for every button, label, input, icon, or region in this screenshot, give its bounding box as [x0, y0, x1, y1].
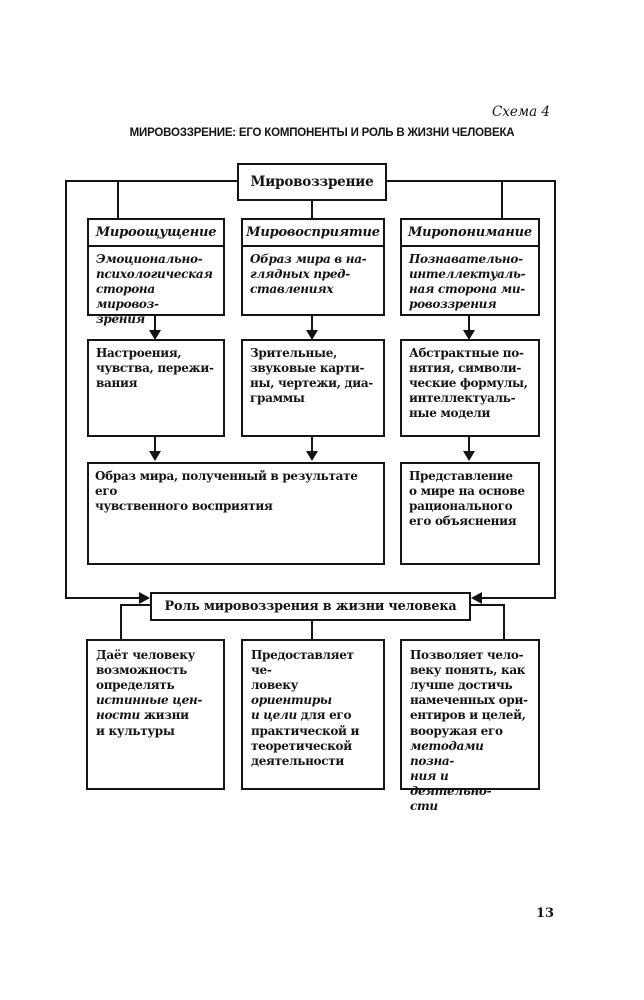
col2-forms-box: Зрительные, звуковые карти- ны, чертежи,…	[241, 339, 385, 437]
arrow-down-icon	[306, 330, 318, 340]
arrow-line-col2-b	[311, 437, 313, 453]
rational-result-text: Представление о мире на основе рациональ…	[409, 469, 525, 529]
sensory-result-box: Образ мира, полученный в результате его …	[87, 462, 385, 565]
col1-component-box: Мироощущение Эмоционально- психологическ…	[87, 218, 225, 326]
connector-role-bottom-drop	[311, 620, 313, 639]
connector-elbow-left-h	[120, 604, 150, 606]
col1-header: Мироощущение	[89, 220, 223, 247]
arrow-down-icon	[149, 451, 161, 461]
role-banner-label: Роль мировоззрения в жизни человека	[164, 599, 457, 614]
arrow-down-icon	[149, 330, 161, 340]
role-item1-box: Даёт человеку возможность определять ист…	[86, 639, 225, 790]
worldview-root-box: Мировоззрение	[237, 163, 387, 201]
col3-header: Миропонимание	[402, 220, 538, 247]
role-item1-text: Даёт человеку возможность определять ист…	[96, 648, 203, 738]
role-item2-box: Предоставляет че- ловеку ориентиры и цел…	[241, 639, 385, 790]
arrow-down-icon	[463, 330, 475, 340]
connector-drop-left	[117, 180, 119, 220]
arrow-line-col1-a	[154, 316, 156, 332]
rational-result-box: Представление о мире на основе рациональ…	[400, 462, 540, 565]
connector-elbow-right-h	[471, 604, 505, 606]
col3-forms-box: Абстрактные по- нятия, символи- ческие ф…	[400, 339, 540, 437]
connector-elbow-left-v	[120, 604, 122, 639]
role-item3-box: Позволяет чело- веку понять, как лучше д…	[400, 639, 540, 813]
role-item2-text: Предоставляет че- ловеку ориентиры и цел…	[251, 648, 360, 768]
arrow-line-col1-b	[154, 437, 156, 453]
col1-forms-text: Настроения, чувства, пережи- вания	[96, 346, 214, 391]
col1-aspect-text: Эмоционально- психологическая сторона ми…	[96, 252, 213, 327]
role-banner-box: Роль мировоззрения в жизни человека	[150, 592, 471, 621]
col1-forms-box: Настроения, чувства, пережи- вания	[87, 339, 225, 437]
col2-component-box: Мировосприятие Образ мира в на- глядных …	[241, 218, 385, 316]
col2-aspect-text: Образ мира в на- глядных пред- ставления…	[250, 252, 367, 297]
col2-header: Мировосприятие	[243, 220, 383, 247]
arrow-left-icon	[471, 592, 482, 604]
arrow-line-col3-a	[468, 316, 470, 332]
arrow-line-role-left	[66, 597, 139, 599]
page-number: 13	[536, 906, 555, 921]
arrow-down-icon	[463, 451, 475, 461]
connector-elbow-right-v	[503, 604, 505, 639]
connector-outer-left	[65, 180, 67, 599]
col3-component-box: Миропонимание Познавательно- интеллектуа…	[400, 218, 540, 316]
arrow-line-col3-b	[468, 437, 470, 453]
col3-forms-text: Абстрактные по- нятия, символи- ческие ф…	[409, 346, 528, 421]
connector-drop-center	[311, 200, 313, 220]
page-title: МИРОВОЗЗРЕНИЕ: ЕГО КОМПОНЕНТЫ И РОЛЬ В Ж…	[129, 127, 515, 139]
sensory-result-text: Образ мира, полученный в результате его …	[95, 469, 358, 514]
col2-forms-text: Зрительные, звуковые карти- ны, чертежи,…	[250, 346, 373, 406]
arrow-down-icon	[306, 451, 318, 461]
scheme-number: Схема 4	[491, 104, 550, 120]
arrow-right-icon	[139, 592, 150, 604]
col3-aspect-text: Познавательно- интеллектуаль- ная сторон…	[409, 252, 526, 312]
arrow-line-col2-a	[311, 316, 313, 332]
worldview-root-label: Мировоззрение	[250, 174, 374, 190]
arrow-line-role-right	[482, 597, 555, 599]
role-item3-text: Позволяет чело- веку понять, как лучше д…	[410, 648, 528, 814]
connector-drop-right	[501, 180, 503, 220]
connector-outer-right	[554, 180, 556, 599]
